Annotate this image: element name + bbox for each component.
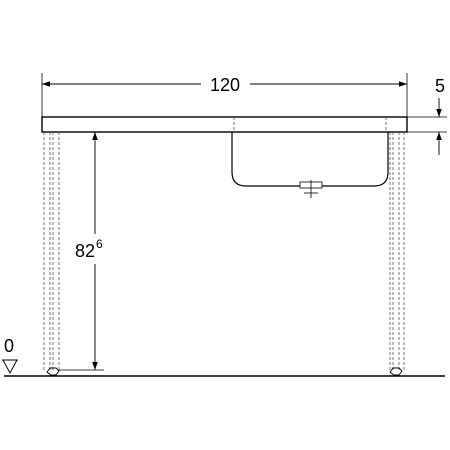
leg-right-foot bbox=[389, 367, 403, 376]
leg-left-foot bbox=[46, 367, 60, 376]
leg-left bbox=[43, 132, 60, 370]
triangle-down-icon bbox=[2, 359, 18, 375]
thickness-dimension-label: 5 bbox=[435, 76, 445, 96]
height-superscript-value: 6 bbox=[96, 237, 103, 251]
width-dimension-label: 120 bbox=[210, 75, 240, 95]
leg-right bbox=[389, 132, 405, 370]
drain-icon bbox=[298, 180, 324, 198]
basin-outline bbox=[231, 132, 389, 187]
height-main-value: 82 bbox=[75, 241, 95, 261]
height-dimension-label: 82 bbox=[75, 241, 95, 261]
worktop-slab bbox=[41, 116, 408, 133]
floor-level-label: 0 bbox=[4, 336, 14, 356]
